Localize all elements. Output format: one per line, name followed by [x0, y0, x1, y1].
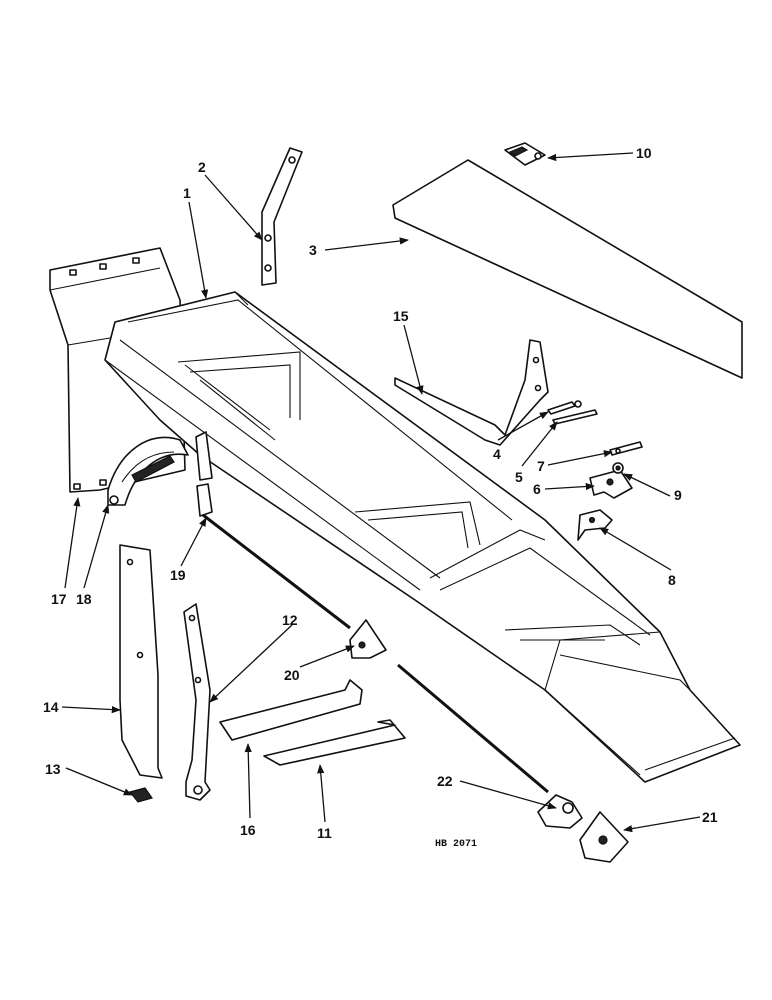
callout-20: 20: [284, 667, 300, 683]
callout-3: 3: [309, 242, 317, 258]
bent-rod-16: [219, 679, 363, 741]
callout-13: 13: [45, 761, 61, 777]
callout-11: 11: [317, 825, 332, 841]
eye-strap: [183, 603, 211, 801]
drawing-code: HB 2071: [435, 839, 477, 850]
callout-12: 12: [282, 612, 298, 628]
callout-1: 1: [183, 185, 191, 201]
clip-13: [128, 787, 153, 803]
callout-5: 5: [515, 469, 523, 485]
nut-9: [612, 462, 624, 474]
callout-14: 14: [43, 699, 59, 715]
callout-2: 2: [198, 159, 206, 175]
pin-7: [609, 441, 643, 456]
cover-panel: [392, 159, 743, 379]
callout-15: 15: [393, 308, 409, 324]
bent-rod-11: [263, 719, 406, 766]
callout-6: 6: [533, 481, 541, 497]
bracket-15: [394, 339, 549, 446]
callout-17: 17: [51, 591, 67, 607]
callout-9: 9: [674, 487, 682, 503]
rod-19: [195, 431, 351, 630]
pin-5: [552, 409, 598, 425]
pin-4: [547, 400, 582, 415]
hinge-part: [504, 142, 546, 166]
callout-18: 18: [76, 591, 92, 607]
leader-lines: [61, 152, 701, 833]
bracket-20: [349, 619, 387, 659]
callout-4: 4: [493, 446, 501, 462]
callout-22: 22: [437, 773, 453, 789]
callout-labels: 1 2 3 4 5 6 7 8 9 10 11 12 13 14 15 16 1…: [43, 145, 718, 850]
callout-19: 19: [170, 567, 186, 583]
callout-16: 16: [240, 822, 256, 838]
callout-7: 7: [537, 458, 545, 474]
callout-21: 21: [702, 809, 718, 825]
callout-10: 10: [636, 145, 652, 161]
long-strap: [119, 544, 163, 779]
curved-shield: [107, 436, 189, 506]
latch-8: [577, 509, 613, 541]
bracket-21: [579, 811, 629, 863]
main-trough-frame: [104, 291, 741, 783]
callout-8: 8: [668, 572, 676, 588]
angle-bracket: [261, 147, 303, 286]
